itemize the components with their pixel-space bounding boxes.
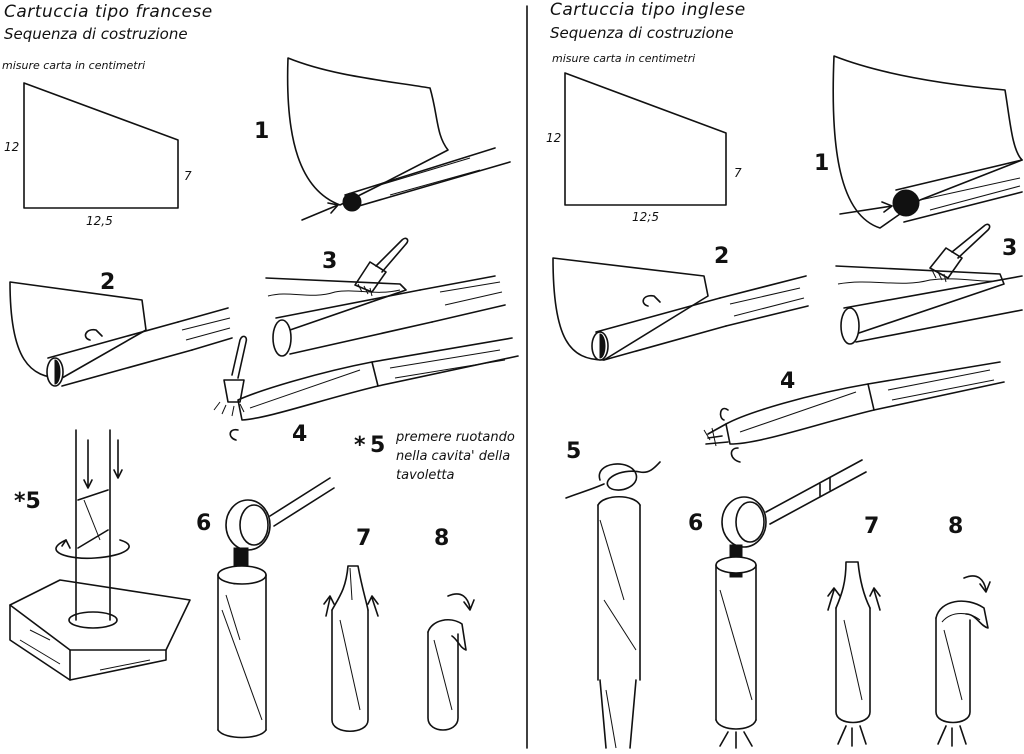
right-step-2: 2	[552, 244, 809, 361]
left-step-8: 8	[427, 526, 475, 731]
right-step-4: 4	[703, 361, 1005, 463]
left-step-2-label: 2	[100, 270, 115, 295]
left-step-7: 7	[323, 526, 379, 732]
right-units-note: misure carta in centimetri	[552, 52, 695, 65]
left-units-note: misure carta in centimetri	[2, 59, 145, 72]
right-step-1: 1	[814, 55, 1023, 229]
right-step-7: 7	[827, 514, 881, 747]
right-step-4-label: 4	[780, 369, 795, 394]
left-step-1: 1	[254, 57, 511, 221]
left-step-4: 4	[213, 335, 519, 447]
right-step-5-label: 5	[566, 439, 581, 464]
right-title: Cartuccia tipo inglese	[550, 0, 746, 20]
left-paper-template: 12 7 12,5	[4, 82, 192, 228]
left-dim-width: 12,5	[86, 214, 113, 228]
left-step-3-label: 3	[322, 249, 337, 274]
left-step-5: *5	[9, 429, 191, 681]
right-subtitle: Sequenza di costruzione	[550, 24, 734, 42]
left-panel-french: Cartuccia tipo francese Sequenza di cost…	[2, 2, 519, 739]
right-step-1-label: 1	[814, 151, 829, 176]
left-step-1-dowel-end	[342, 192, 362, 212]
right-step-7-label: 7	[864, 514, 879, 539]
left-step-2: 2	[9, 270, 233, 387]
right-step-6: 6	[688, 459, 867, 749]
left-note-5: * 5 premere ruotando nella cavita' della…	[354, 430, 515, 483]
left-note-line-1: premere ruotando	[395, 430, 515, 445]
right-dim-width: 12;5	[632, 210, 659, 224]
left-note-line-3: tavoletta	[396, 468, 455, 483]
left-dim-right: 7	[184, 169, 192, 183]
left-step-7-label: 7	[356, 526, 371, 551]
left-note-number: 5	[370, 433, 385, 458]
right-step-2-label: 2	[714, 244, 729, 269]
right-step-3-label: 3	[1002, 236, 1017, 261]
left-subtitle: Sequenza di costruzione	[4, 25, 188, 43]
left-step-3: 3	[265, 237, 506, 357]
left-step-6: 6	[196, 477, 335, 739]
left-note-line-2: nella cavita' della	[396, 449, 510, 464]
right-dim-right: 7	[734, 166, 742, 180]
right-step-8-label: 8	[948, 514, 963, 539]
left-title: Cartuccia tipo francese	[4, 2, 213, 22]
left-step-1-label: 1	[254, 119, 269, 144]
right-panel-english: Cartuccia tipo inglese Sequenza di costr…	[546, 0, 1023, 749]
left-step-8-label: 8	[434, 526, 449, 551]
right-step-6-label: 6	[688, 511, 703, 536]
left-step-4-label: 4	[292, 422, 307, 447]
right-step-5: 5	[565, 439, 661, 749]
right-step-1-dowel-end	[892, 189, 920, 217]
left-step-6-label: 6	[196, 511, 211, 536]
right-dim-height: 12	[546, 131, 561, 145]
right-step-3: 3	[835, 223, 1023, 345]
left-dim-height: 12	[4, 140, 19, 154]
right-step-8: 8	[935, 514, 991, 747]
left-step-5-label: *5	[14, 489, 41, 514]
left-note-star: *	[354, 433, 366, 458]
right-paper-template: 12 7 12;5	[546, 72, 742, 224]
